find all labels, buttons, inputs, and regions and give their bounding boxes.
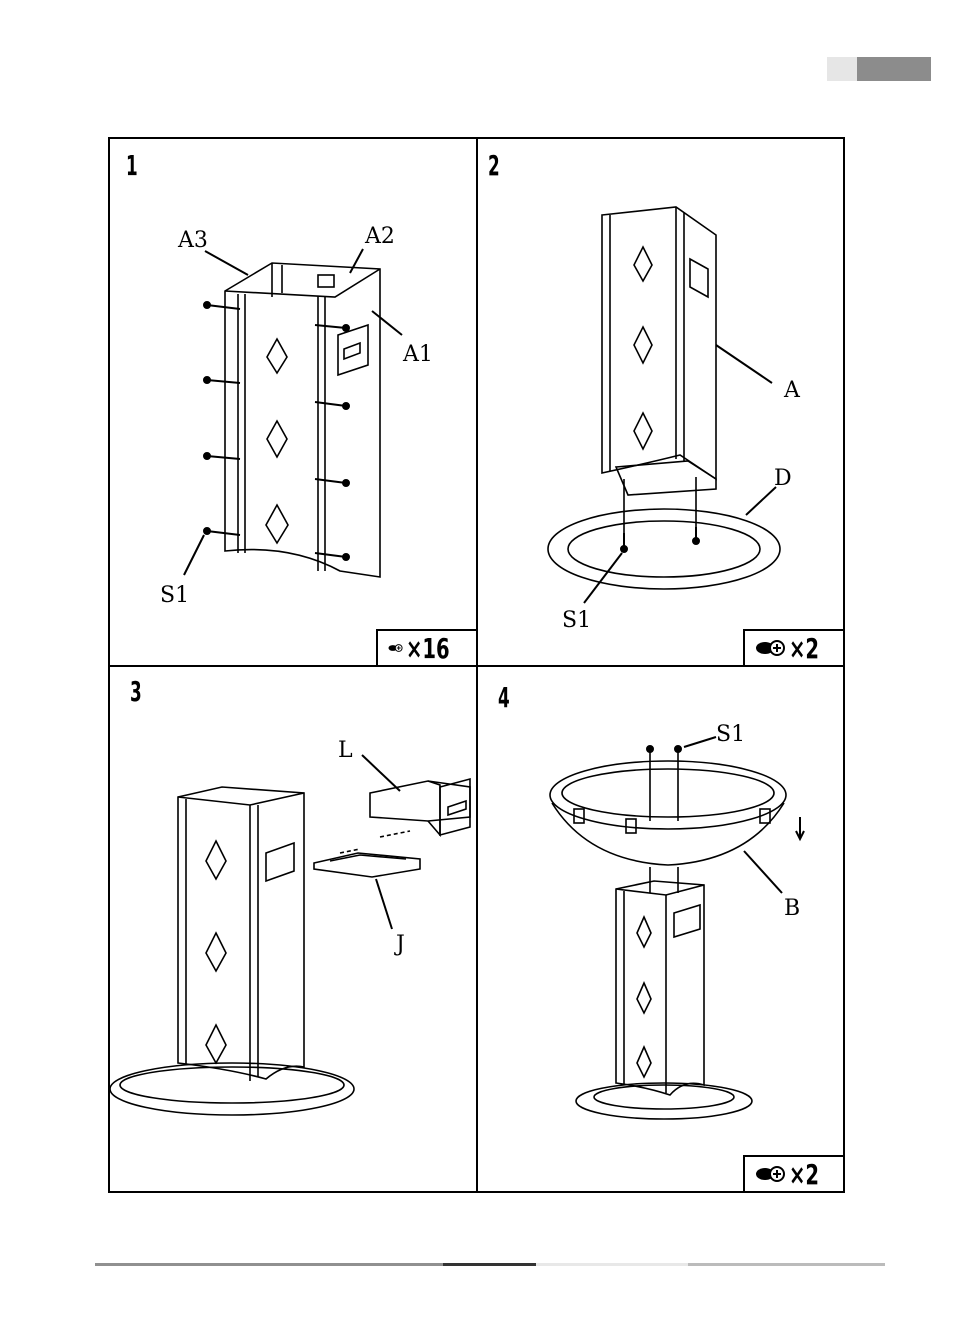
step-1-illustration: A3 A2 A1 S1	[110, 139, 476, 665]
step-4-screw-count: ×2	[743, 1155, 843, 1191]
label-a2: A2	[364, 224, 395, 249]
step-4-illustration: S1 B	[478, 667, 843, 1191]
top-bracket	[318, 275, 334, 287]
step-2-number: 2	[488, 149, 500, 182]
leader-b	[744, 851, 782, 893]
screws-left	[204, 302, 240, 535]
column-top-edge	[178, 793, 304, 805]
step-2-panel: A D S1 2 ×2	[478, 139, 843, 665]
footer-bar-right	[688, 1263, 885, 1266]
footer-bar-light	[536, 1263, 688, 1266]
step-3-illustration: L J	[110, 667, 476, 1191]
label-a3: A3	[177, 228, 208, 253]
step-2-screw-count: ×2	[743, 629, 843, 665]
step-4-quantity: ×2	[789, 1158, 819, 1191]
diamond-cutout-1	[637, 917, 651, 947]
label-l: L	[338, 738, 353, 763]
leader-a3	[205, 251, 248, 275]
screws-right	[315, 325, 349, 560]
column-outline	[178, 787, 304, 1079]
step-1-quantity: ×16	[406, 632, 450, 665]
ash-drawer	[370, 781, 470, 821]
diamond-cutout-2	[267, 421, 287, 457]
screws	[621, 527, 699, 552]
label-a1: A1	[402, 342, 433, 367]
label-a: A	[783, 378, 801, 403]
step-3-number: 3	[130, 675, 142, 708]
leader-a1	[372, 311, 402, 335]
column-outline	[616, 881, 704, 1095]
language-tab-dark	[857, 57, 931, 81]
label-s1: S1	[716, 722, 745, 747]
diamond-cutout-2	[637, 983, 651, 1013]
label-s1: S1	[160, 583, 189, 608]
base-ring-inner	[594, 1085, 734, 1109]
screw-icon	[755, 1165, 787, 1183]
base-ring-outer	[576, 1083, 752, 1119]
step-1-screw-count: ×16	[376, 629, 476, 665]
label-b: B	[784, 896, 800, 921]
diamond-cutout-2	[206, 933, 226, 971]
step-2-illustration: A D S1	[478, 139, 843, 665]
step-4-number: 4	[498, 681, 510, 714]
ash-drawer-face	[674, 905, 700, 937]
assembly-steps-grid: A3 A2 A1 S1 1 ×16	[108, 137, 845, 1193]
footer-bar-dark	[443, 1263, 536, 1266]
side-window	[266, 843, 294, 881]
column-outline	[225, 263, 380, 577]
diamond-cutout-3	[637, 1047, 651, 1077]
diamond-cutout-3	[634, 413, 652, 449]
step-3-panel: L J 3	[110, 667, 476, 1191]
column-top-edge	[225, 269, 380, 297]
step-4-panel: S1 B 4 ×2	[478, 667, 843, 1191]
drawer-rail	[314, 853, 420, 877]
column-outline	[602, 207, 716, 479]
step-1-panel: A3 A2 A1 S1 1 ×16	[110, 139, 476, 665]
leader-s1	[184, 535, 204, 575]
leader-l	[362, 755, 400, 791]
base-ring-inner	[568, 521, 760, 577]
leader-d	[746, 487, 776, 515]
fire-bowl-rim-outer	[550, 761, 786, 829]
side-window	[690, 259, 708, 297]
column-base-edge	[616, 461, 716, 495]
screws	[647, 746, 681, 752]
diamond-cutout-3	[266, 505, 288, 543]
screw-icon	[388, 639, 404, 657]
diamond-cutout-1	[634, 247, 652, 281]
footer-bar-left	[95, 1263, 443, 1266]
leader-s1	[584, 553, 622, 603]
language-tab-light	[827, 57, 857, 81]
window-handle	[344, 343, 360, 359]
diamond-cutout-3	[206, 1025, 226, 1063]
step-1-number: 1	[126, 149, 138, 182]
step-2-quantity: ×2	[789, 632, 819, 665]
base-ring-inner	[120, 1067, 344, 1103]
ash-drawer-handle	[448, 801, 466, 815]
guide-line-drawer	[380, 831, 410, 837]
label-s1: S1	[562, 608, 591, 633]
diamond-cutout-2	[634, 327, 652, 363]
language-tabs	[827, 57, 931, 81]
bowl-bracket-center	[626, 819, 636, 833]
label-d: D	[774, 466, 792, 491]
diamond-cutout-1	[267, 339, 287, 373]
ash-drawer-front	[428, 781, 440, 835]
side-window	[338, 325, 368, 375]
leader-s1	[684, 737, 716, 747]
screw-icon	[755, 639, 787, 657]
fire-bowl-rim-inner	[562, 769, 774, 817]
leader-a2	[350, 249, 363, 273]
diamond-cutout-1	[206, 841, 226, 879]
guide-line-rail	[340, 849, 360, 853]
leader-a	[716, 345, 772, 383]
label-j: J	[394, 932, 405, 957]
leader-j	[376, 879, 392, 929]
